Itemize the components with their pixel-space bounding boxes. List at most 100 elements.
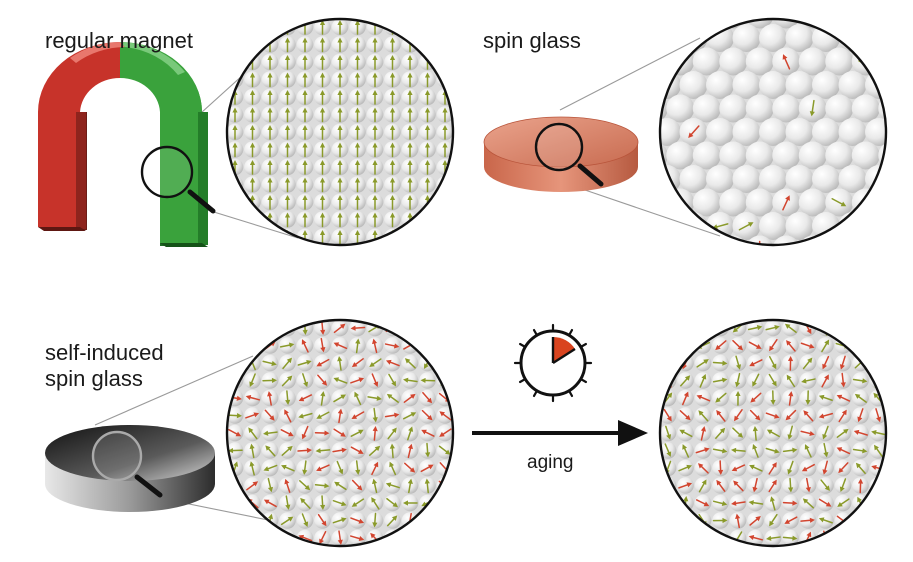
spin-arrow	[715, 326, 729, 330]
atom-sphere	[679, 212, 708, 240]
zoom-circle-regular-magnet	[225, 17, 455, 247]
atom-sphere	[666, 141, 695, 170]
atom-sphere	[851, 94, 880, 123]
atom-sphere	[692, 188, 721, 217]
atom-sphere	[759, 71, 787, 99]
atom-sphere	[706, 165, 734, 193]
atom-sphere	[785, 212, 814, 240]
magnifier-icon	[534, 122, 604, 187]
atom-sphere	[759, 212, 787, 240]
label-aging: aging	[527, 452, 574, 473]
atom-sphere	[865, 118, 886, 146]
spin-arrow	[811, 99, 815, 115]
atom-sphere	[798, 188, 827, 217]
atom-sphere	[798, 19, 827, 29]
atom-sphere	[719, 19, 748, 29]
spin-arrow	[441, 374, 451, 385]
zoom-circle-spin-glass	[652, 17, 888, 255]
label-self-induced-line1: self-induced	[45, 340, 164, 365]
atom-sphere	[851, 188, 880, 217]
horseshoe-magnet	[38, 42, 208, 247]
atom-sphere	[692, 47, 721, 76]
atom-sphere	[825, 94, 854, 123]
atom-sphere	[719, 141, 748, 170]
atom-sphere	[745, 188, 774, 217]
atom-sphere	[812, 71, 840, 99]
atom-sphere	[679, 165, 708, 193]
spin-arrow	[282, 326, 296, 330]
label-self-induced-line2: spin glass	[45, 366, 143, 391]
clock-icon	[513, 323, 593, 403]
spin-arrow	[725, 19, 739, 20]
atom-sphere	[719, 47, 748, 76]
atom-sphere	[679, 24, 708, 52]
atom-sphere	[825, 47, 854, 76]
atom-sphere	[745, 47, 774, 76]
atom-sphere	[692, 141, 721, 170]
atom-sphere	[785, 24, 814, 52]
atom-sphere	[798, 235, 827, 245]
atom-sphere	[772, 94, 801, 123]
atom-sphere	[851, 47, 880, 76]
atom-sphere	[745, 235, 774, 245]
spin-arrow	[782, 197, 790, 211]
atom-sphere	[838, 24, 867, 52]
atom-sphere	[692, 94, 721, 123]
atom-sphere	[666, 47, 695, 76]
atom-sphere	[838, 118, 867, 146]
spin-arrow	[279, 535, 293, 540]
atom-sphere	[666, 188, 695, 217]
spin-arrow	[389, 533, 395, 546]
atom-sphere	[666, 94, 695, 123]
magnifier-icon	[91, 430, 163, 498]
spin-arrow	[783, 56, 791, 70]
atom-sphere	[825, 141, 854, 170]
atom-sphere	[772, 141, 801, 170]
atom-sphere	[759, 24, 787, 52]
atom-sphere	[759, 118, 787, 146]
atom-sphere	[838, 71, 867, 99]
black-disk	[45, 425, 215, 512]
atom-sphere	[719, 94, 748, 123]
spin-arrow	[227, 483, 240, 487]
atom-sphere	[745, 94, 774, 123]
atom-sphere	[732, 165, 761, 193]
label-self-induced-spin-glass: self-induced spin glass	[45, 340, 164, 392]
atom-sphere	[732, 118, 761, 146]
label-spin-glass: spin glass	[483, 28, 581, 53]
zoom-circle-self-induced	[225, 318, 455, 548]
zoom-circle-after-aging	[658, 318, 888, 548]
spin-arrow	[874, 481, 881, 493]
atom-sphere	[785, 71, 814, 99]
atom-sphere	[838, 212, 867, 240]
atom-sphere	[732, 24, 761, 52]
spin-arrow	[831, 197, 845, 206]
magnifier-icon	[140, 145, 216, 214]
atom-sphere	[719, 235, 748, 245]
spin-arrow	[783, 246, 793, 255]
spin-arrow	[652, 101, 656, 113]
atom-sphere	[798, 47, 827, 76]
atom-sphere	[679, 71, 708, 99]
atom-sphere	[759, 165, 787, 193]
atom-sphere	[772, 19, 801, 29]
spin-arrow	[689, 125, 700, 137]
spin-arrow	[738, 222, 752, 231]
atom-sphere	[719, 188, 748, 217]
atom-sphere	[812, 165, 840, 193]
atom-sphere	[798, 141, 827, 170]
atom-sphere	[706, 118, 734, 146]
atom-sphere	[785, 165, 814, 193]
atom-sphere	[812, 118, 840, 146]
arrow-right-icon	[472, 420, 648, 446]
atom-sphere	[838, 165, 867, 193]
spin-arrow	[714, 223, 729, 229]
atom-sphere	[745, 141, 774, 170]
atom-sphere	[732, 71, 761, 99]
atom-sphere	[660, 118, 681, 146]
atom-sphere	[706, 71, 734, 99]
atom-sphere	[851, 141, 880, 170]
atom-sphere	[745, 19, 774, 29]
atom-sphere	[772, 235, 801, 245]
